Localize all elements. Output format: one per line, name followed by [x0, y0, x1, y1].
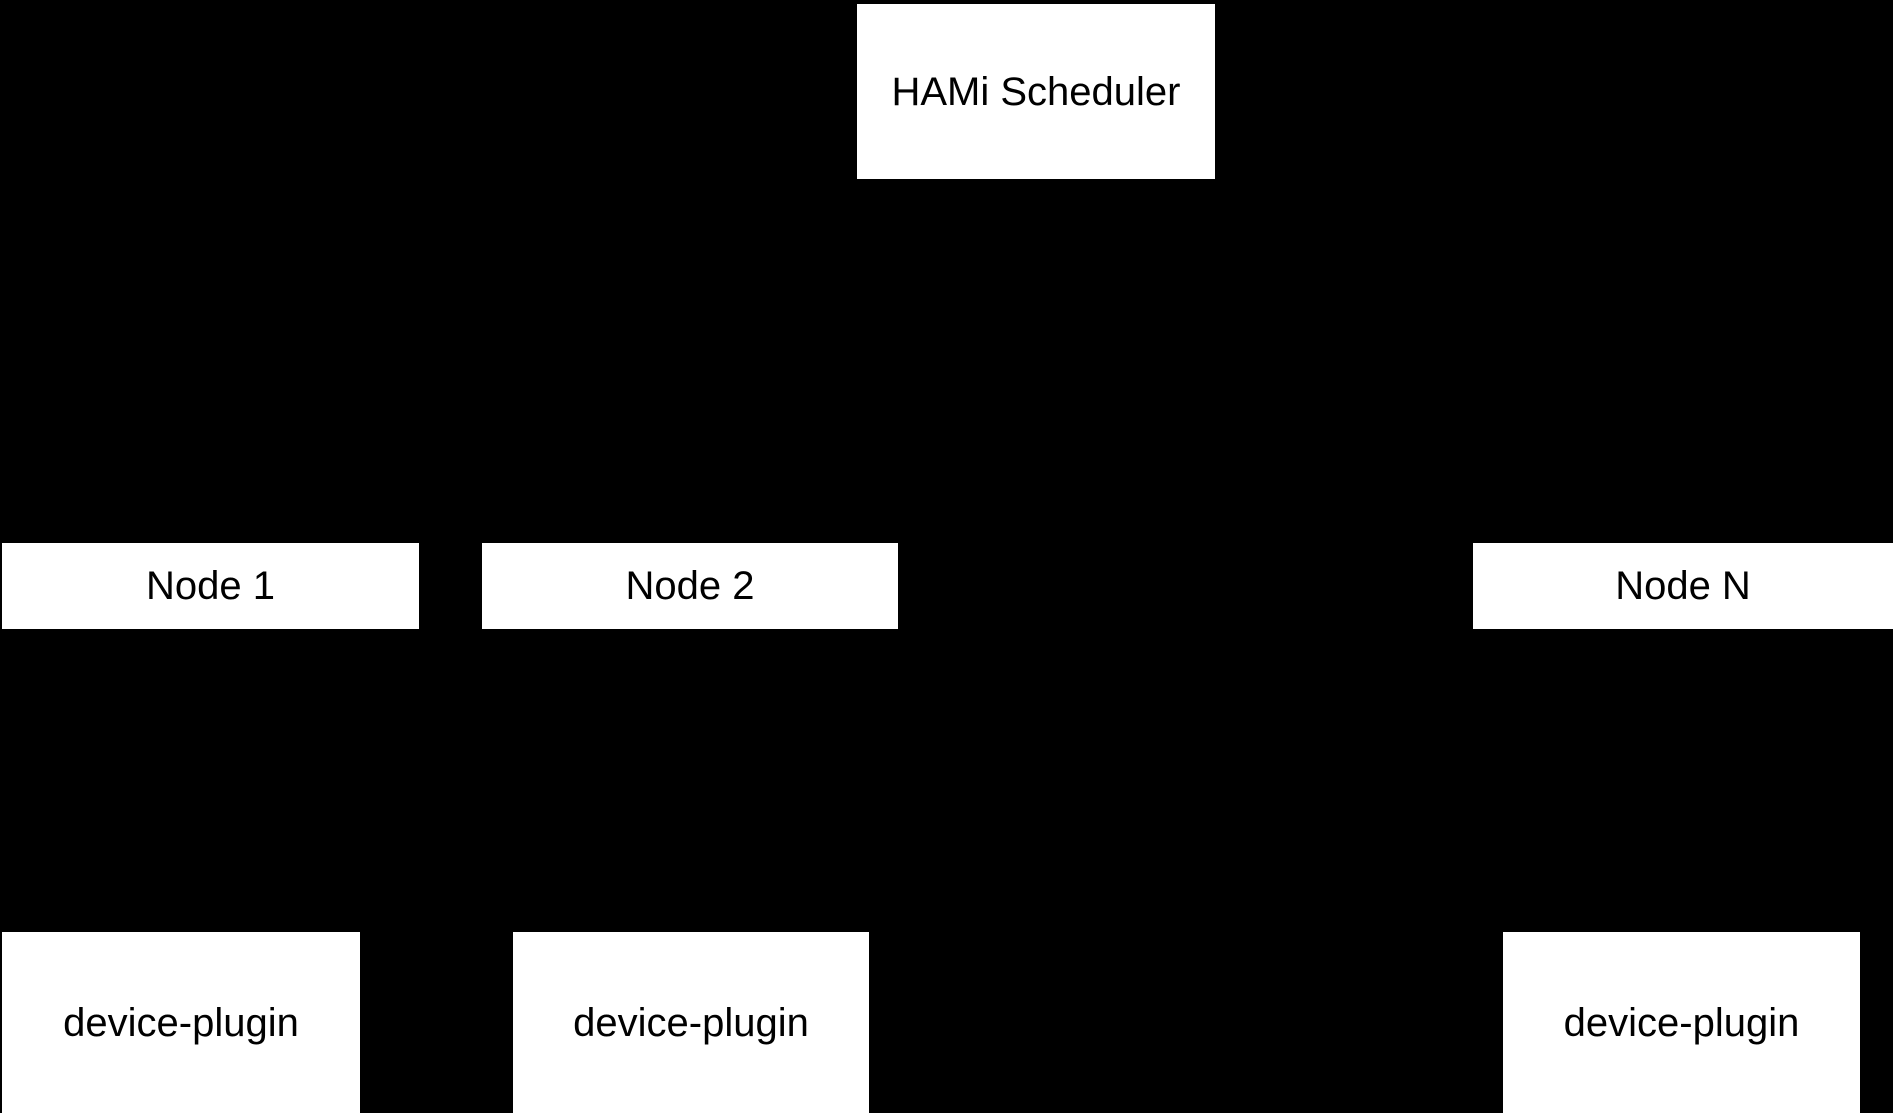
node-n-label: Node N [1615, 564, 1751, 608]
device-plugin-n-box: device-plugin [1503, 932, 1860, 1113]
node-1-box: Node 1 [2, 543, 419, 629]
hami-scheduler-label: HAMi Scheduler [891, 69, 1181, 114]
device-plugin-1-box: device-plugin [2, 932, 360, 1113]
hami-scheduler-box: HAMi Scheduler [857, 4, 1215, 179]
node-2-box: Node 2 [482, 543, 898, 629]
node-1-label: Node 1 [146, 564, 275, 608]
node-n-box: Node N [1473, 543, 1893, 629]
device-plugin-n-label: device-plugin [1563, 1000, 1800, 1045]
device-plugin-2-label: device-plugin [573, 1000, 809, 1045]
device-plugin-1-label: device-plugin [63, 1000, 299, 1045]
node-2-label: Node 2 [625, 564, 755, 608]
device-plugin-2-box: device-plugin [513, 932, 869, 1113]
